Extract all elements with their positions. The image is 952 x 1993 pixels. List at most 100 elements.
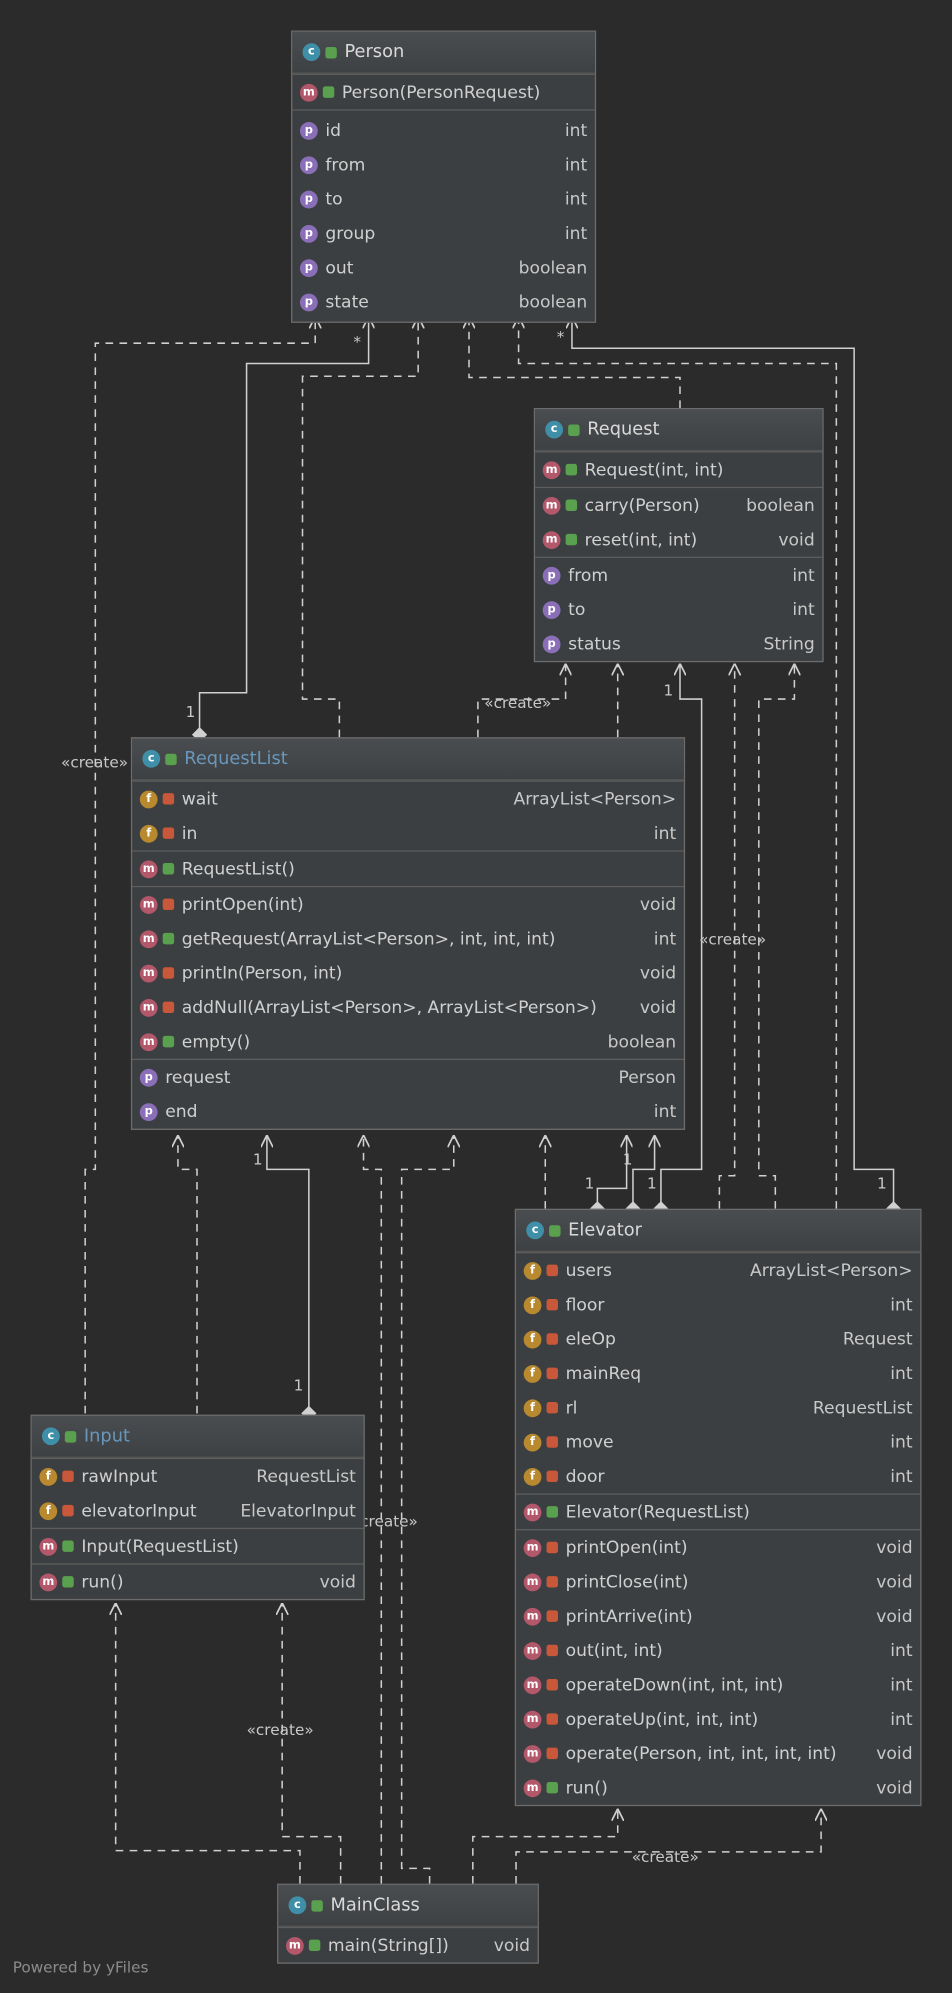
class-icon: c — [142, 749, 161, 768]
public-icon — [162, 863, 175, 875]
private-lock-icon — [546, 1644, 558, 1657]
method-icon: m — [39, 1572, 58, 1591]
class-icon: c — [288, 1896, 307, 1915]
method-icon: m — [523, 1502, 542, 1521]
class-name: Person — [344, 41, 405, 63]
public-icon — [162, 932, 175, 945]
edge-mainclass-elevator-create — [515, 1810, 821, 1884]
field-icon: f — [523, 1295, 542, 1314]
class-name: Input — [83, 1426, 130, 1447]
public-icon — [565, 463, 578, 476]
label-create-mainclass-input: «create» — [246, 1720, 314, 1739]
field-icon: f — [523, 1261, 542, 1280]
field-icon: f — [523, 1364, 542, 1383]
label-mult-one-elev-a: 1 — [584, 1174, 595, 1193]
label-mult-one-elev-c: 1 — [877, 1174, 887, 1193]
class-header: c MainClass — [278, 1884, 538, 1927]
public-icon — [325, 46, 337, 58]
public-icon — [549, 1224, 561, 1237]
method-icon: m — [523, 1675, 542, 1694]
edge-input-requestlist-dep-a — [178, 1136, 198, 1414]
property-icon: p — [299, 155, 318, 174]
method-icon: m — [542, 460, 561, 479]
edge-requestlist-person-composition — [200, 318, 369, 735]
public-icon — [162, 1035, 175, 1048]
public-icon — [546, 1506, 558, 1518]
class-header: c Person — [292, 31, 595, 74]
method-icon: m — [139, 929, 158, 948]
private-lock-icon — [162, 898, 175, 911]
label-create-input-person: «create» — [61, 753, 129, 772]
class-icon: c — [526, 1221, 545, 1240]
edge-mainclass-elevator-dep — [472, 1810, 618, 1884]
edge-request-person-dep — [469, 318, 681, 409]
field-icon: f — [523, 1433, 542, 1451]
method-icon: m — [139, 859, 158, 878]
label-mult-one-input: 1 — [293, 1376, 304, 1395]
private-lock-icon — [162, 967, 175, 979]
method-icon: m — [542, 530, 561, 549]
method-icon: m — [523, 1778, 542, 1797]
public-icon — [322, 86, 335, 98]
public-icon — [62, 1540, 74, 1552]
method-icon: m — [139, 1032, 158, 1051]
public-icon — [62, 1576, 74, 1588]
method-icon: m — [139, 998, 158, 1017]
public-icon — [565, 533, 578, 546]
field-icon: f — [39, 1467, 58, 1486]
property-icon: p — [139, 1102, 158, 1121]
private-lock-icon — [546, 1470, 558, 1483]
method-icon: m — [523, 1538, 542, 1557]
public-icon — [165, 753, 177, 765]
property-icon: p — [542, 566, 561, 585]
method-icon: m — [39, 1537, 58, 1556]
method-icon: m — [139, 895, 158, 914]
label-mult-star-a: * — [353, 333, 361, 351]
class-icon: c — [545, 420, 564, 439]
field-icon: f — [139, 824, 158, 843]
method-icon: m — [139, 964, 158, 982]
class-header: c Elevator — [516, 1210, 921, 1252]
public-icon — [565, 499, 578, 511]
class-icon: c — [302, 43, 321, 62]
label-create-mainclass-elevator: «create» — [631, 1848, 699, 1866]
public-icon — [64, 1430, 77, 1442]
field-icon: f — [523, 1467, 542, 1486]
public-icon — [546, 1781, 558, 1794]
private-lock-icon — [162, 827, 175, 839]
field-icon: f — [139, 789, 158, 808]
method-icon: m — [523, 1572, 542, 1591]
